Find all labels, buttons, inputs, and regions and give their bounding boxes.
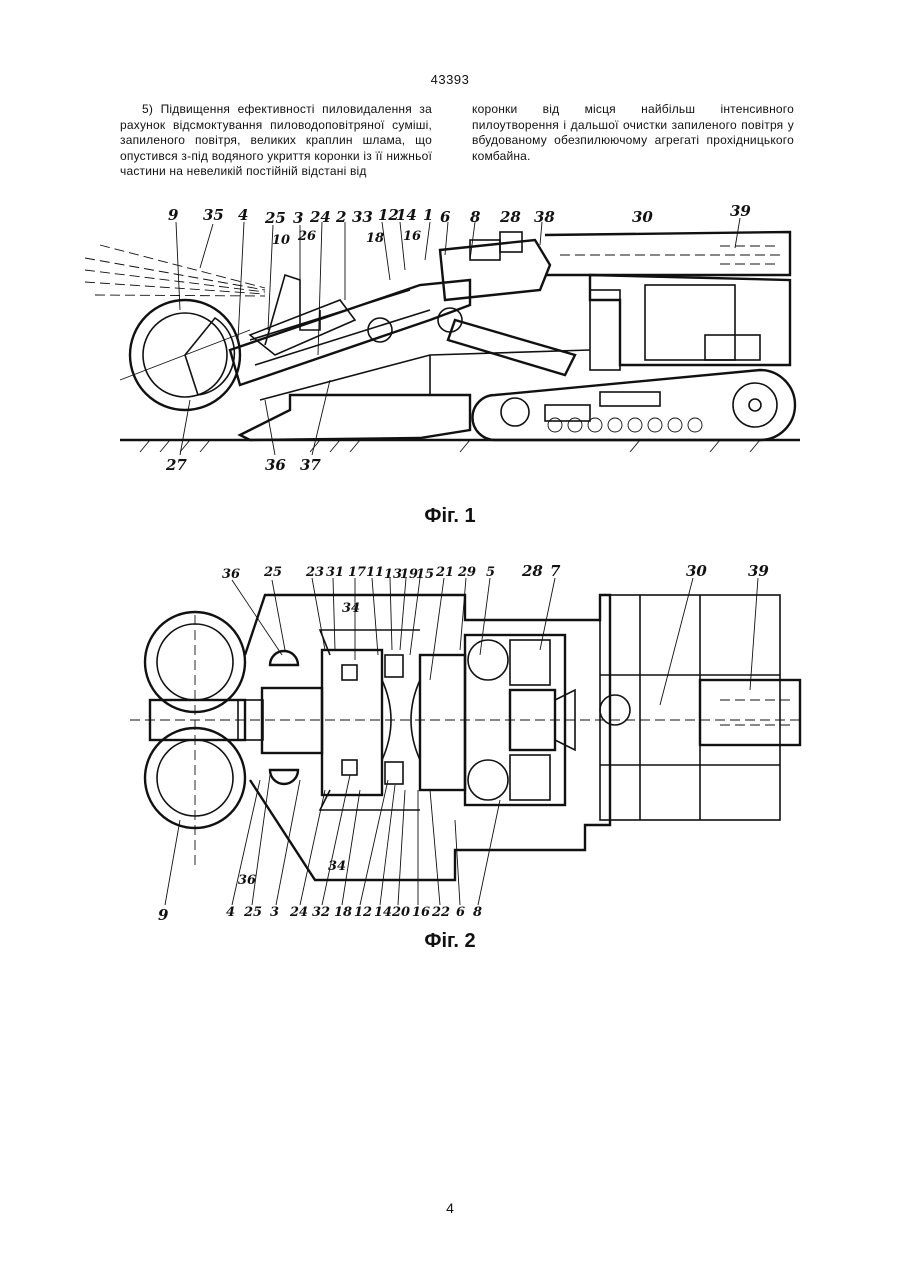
fig2-label: 31 [326, 565, 344, 580]
fig2-label: 32 [312, 905, 330, 920]
fig2-label: 9 [158, 906, 169, 920]
fig1-label: 8 [470, 208, 481, 226]
fig2-label: 17 [348, 565, 366, 580]
fig2-label: 5 [486, 565, 495, 580]
fig1-label: 39 [730, 202, 751, 220]
fig2-label: 36 [238, 873, 256, 888]
figure-1-caption: Фіг. 1 [0, 505, 900, 528]
figure-1-drawing: 9 35 4 25 10 3 26 24 2 33 18 12 14 16 1 … [0, 195, 900, 495]
fig2-label: 6 [456, 905, 465, 920]
fig1-label: 25 [264, 209, 286, 227]
fig1-label: 9 [168, 206, 179, 224]
fig1-label: 27 [165, 456, 187, 474]
figure-2-labels-bottom: 9 4 25 3 24 32 18 12 14 20 16 22 6 8 [158, 905, 482, 920]
fig1-label: 10 [272, 233, 290, 248]
fig2-label: 39 [748, 562, 769, 580]
fig1-label: 26 [297, 229, 316, 244]
fig1-label: 37 [300, 456, 321, 474]
fig1-label: 4 [238, 206, 248, 224]
spray-fan [85, 245, 265, 296]
fig2-label: 28 [521, 562, 543, 580]
page-number-bottom: 4 [0, 1200, 900, 1216]
fig2-label: 25 [243, 905, 262, 920]
fig2-label: 18 [334, 905, 352, 920]
fig2-label: 7 [550, 562, 561, 580]
fig1-label: 14 [396, 206, 417, 224]
fig2-label: 25 [263, 565, 282, 580]
page-number-top: 43393 [0, 72, 900, 87]
fig2-label: 3 [270, 905, 279, 920]
fig1-label: 36 [265, 456, 286, 474]
fig2-label: 21 [435, 565, 454, 580]
fig1-label: 33 [352, 208, 373, 226]
fig2-label: 24 [289, 905, 308, 920]
fig2-label: 29 [457, 565, 476, 580]
text-column-left: 5) Підвищення ефективності пиловидалення… [120, 102, 432, 180]
figure-2-drawing: 36 25 23 31 17 11 13 19 15 21 29 5 28 7 … [0, 560, 900, 920]
fig1-label: 28 [499, 208, 521, 226]
fig1-label: 6 [440, 208, 451, 226]
fig2-label: 36 [222, 567, 240, 582]
figure-2-labels-top: 36 25 23 31 17 11 13 19 15 21 29 5 28 7 … [222, 562, 769, 582]
fig1-label: 35 [203, 206, 224, 224]
fig2-label: 34 [328, 859, 346, 874]
fig2-label: 4 [226, 905, 235, 920]
fig2-label: 22 [431, 905, 450, 920]
fig1-label: 24 [309, 208, 331, 226]
fig2-label: 15 [416, 567, 434, 582]
fig2-label: 16 [412, 905, 430, 920]
text-column-right: коронки від місця найбільш інтенсивного … [472, 102, 794, 164]
fig2-label: 34 [342, 601, 360, 616]
fig1-label: 3 [293, 209, 303, 227]
fig2-label: 11 [366, 565, 384, 580]
fig1-label: 1 [423, 206, 433, 224]
fig2-label: 30 [686, 562, 707, 580]
fig1-label: 2 [335, 208, 346, 226]
fig2-label: 23 [305, 565, 324, 580]
figure-2-labels-inner: 34 34 36 [238, 601, 360, 888]
crawler-track [473, 370, 796, 440]
fig2-label: 8 [473, 905, 482, 920]
fig1-label: 16 [403, 229, 421, 244]
fig1-label: 18 [366, 231, 384, 246]
figure-2-caption: Фіг. 2 [0, 930, 900, 953]
fig1-label: 30 [632, 208, 653, 226]
fig2-label: 14 [374, 905, 392, 920]
fig2-label: 20 [391, 905, 410, 920]
fig1-label: 38 [534, 208, 555, 226]
fig2-label: 12 [354, 905, 372, 920]
